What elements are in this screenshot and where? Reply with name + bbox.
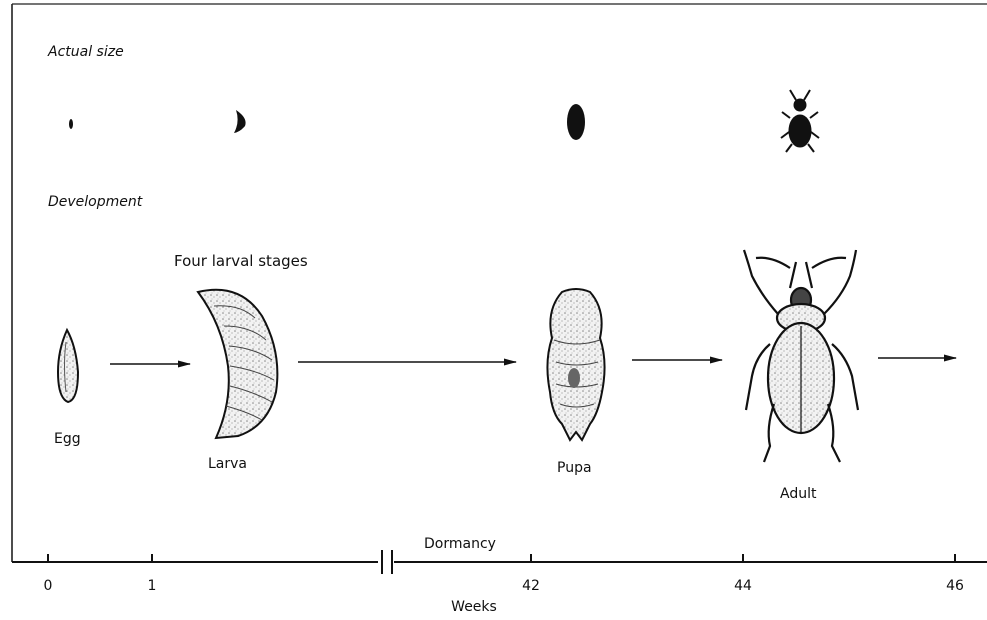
tick-label-44: 44 — [734, 578, 752, 594]
pupa-silhouette — [567, 104, 585, 140]
actual-size-row — [69, 90, 819, 152]
larva-label: Larva — [208, 456, 247, 472]
tick-label-1: 1 — [148, 578, 157, 594]
dormancy-label: Dormancy — [424, 536, 496, 552]
adult-silhouette — [781, 90, 819, 152]
adult-drawing — [744, 250, 858, 462]
tick-label-42: 42 — [522, 578, 540, 594]
tick-label-46: 46 — [946, 578, 964, 594]
egg-drawing — [58, 330, 78, 402]
development-heading: Development — [48, 194, 143, 210]
weeks-axis-label: Weeks — [451, 599, 497, 615]
adult-label: Adult — [780, 486, 817, 502]
tick-label-0: 0 — [44, 578, 53, 594]
egg-silhouette — [69, 119, 73, 129]
egg-label: Egg — [54, 431, 81, 447]
larva-drawing — [198, 290, 277, 438]
pupa-label: Pupa — [557, 460, 592, 476]
timeline-axis — [12, 550, 987, 574]
pupa-drawing — [547, 289, 604, 440]
larval-stages-annotation: Four larval stages — [174, 252, 308, 270]
actual-size-heading: Actual size — [47, 44, 124, 60]
larva-silhouette — [234, 110, 246, 133]
